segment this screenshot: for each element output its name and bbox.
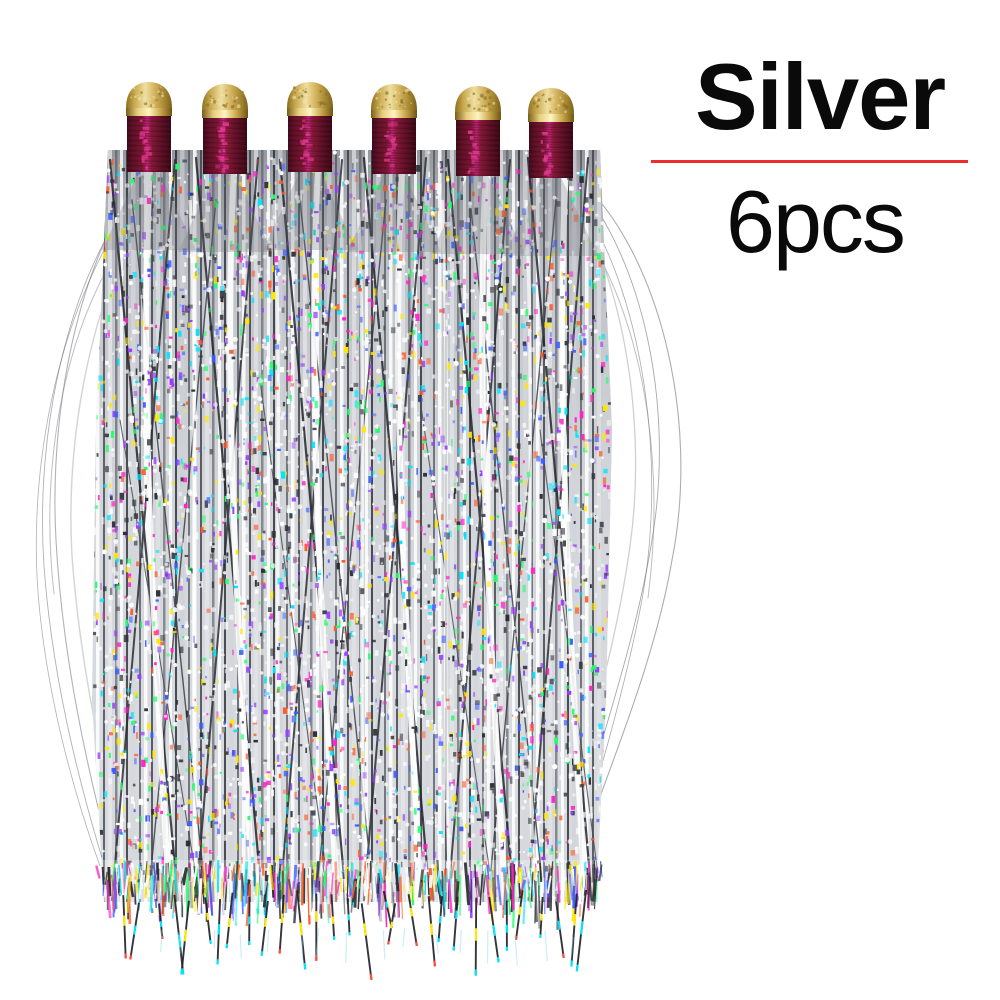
red-divider-rule [651, 160, 968, 163]
head-brass-ring [528, 114, 574, 122]
head-gold-cap [528, 88, 574, 114]
lure-head-5 [455, 86, 501, 177]
lure-head-2 [202, 84, 248, 175]
head-brass-ring [287, 108, 333, 116]
quantity-text: 6pcs [726, 172, 906, 271]
bottom-fringe-group [95, 859, 605, 981]
skirt-mass [92, 150, 612, 902]
lure-skirt-illustration [35, 82, 682, 981]
lure-head-4 [371, 84, 417, 175]
head-gold-cap [126, 82, 172, 108]
head-brass-ring [455, 112, 501, 120]
head-gold-cap [202, 84, 248, 110]
head-brass-ring [126, 108, 172, 116]
lure-head-1 [126, 82, 172, 173]
lure-head-3 [287, 82, 333, 173]
head-brass-ring [202, 110, 248, 118]
lure-heads-group [126, 82, 574, 179]
head-brass-ring [371, 110, 417, 118]
head-gold-cap [455, 86, 501, 112]
product-photo [35, 82, 682, 981]
skirt-flare-group [102, 150, 598, 256]
holographic-flecks [92, 150, 612, 902]
lure-head-6 [528, 88, 574, 179]
color-name-text: Silver [694, 44, 946, 149]
label-panel: Silver 6pcs [650, 40, 980, 280]
